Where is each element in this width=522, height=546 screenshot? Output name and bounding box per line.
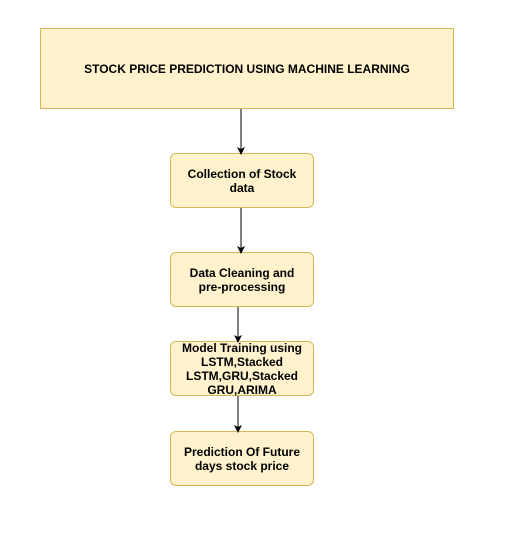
step-collection-label: Collection of Stock data [187,166,297,195]
title-box: STOCK PRICE PREDICTION USING MACHINE LEA… [40,28,454,109]
step-cleaning-label: Data Cleaning and pre-processing [189,265,295,294]
step-prediction-box: Prediction Of Future days stock price [170,431,314,486]
step-training-label: Model Training using LSTM,Stacked LSTM,G… [182,340,302,397]
step-collection-box: Collection of Stock data [170,153,314,208]
step-cleaning-box: Data Cleaning and pre-processing [170,252,314,307]
title-text: STOCK PRICE PREDICTION USING MACHINE LEA… [84,61,410,76]
step-training-box: Model Training using LSTM,Stacked LSTM,G… [170,340,314,397]
step-prediction-label: Prediction Of Future days stock price [183,444,300,473]
